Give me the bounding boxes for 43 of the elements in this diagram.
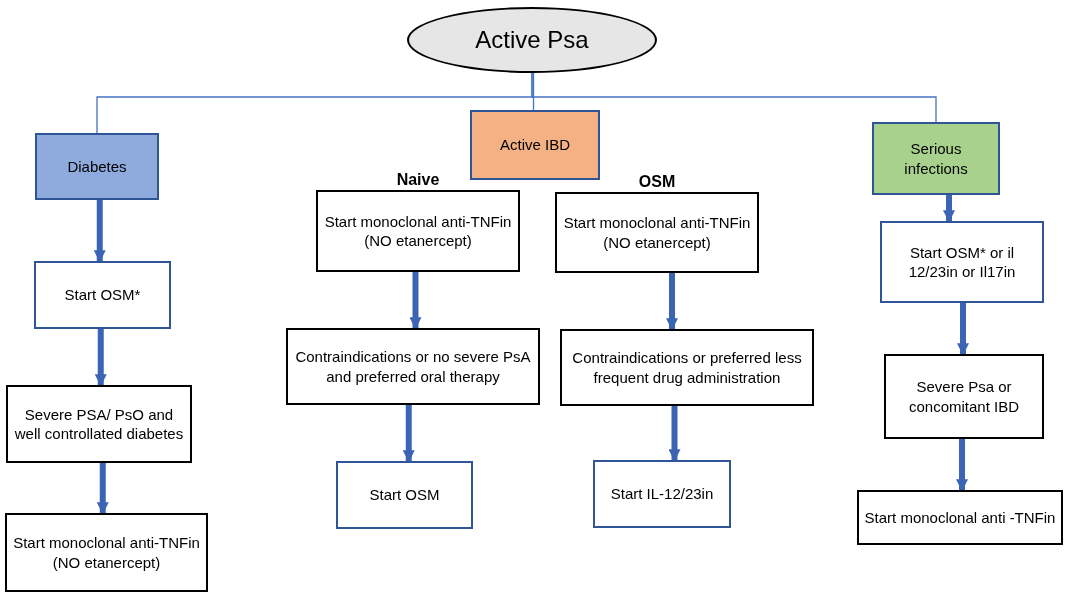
category-box — [470, 110, 600, 180]
connector-line — [531, 72, 937, 123]
process-box — [34, 261, 171, 329]
box-text: Serious infections — [903, 139, 969, 178]
arrow — [956, 439, 968, 492]
box-text: Start monoclonal anti -TNFin — [863, 507, 1057, 528]
category-box — [872, 122, 1000, 195]
box-text: Contraindications or preferred less frequent drug administration — [571, 348, 803, 387]
box-text: Start OSM* or il 12/23in or Il17in — [907, 242, 1017, 282]
arrow — [668, 406, 681, 462]
process-box — [884, 354, 1044, 439]
box-text: Severe PSA/ PsO and well controllated diabetes — [13, 404, 185, 444]
box-text: Start OSM* — [63, 285, 142, 305]
box-text: Start IL-12/23in — [609, 484, 715, 504]
box-text: Start monoclonal anti-TNFin (NO etanercept) — [12, 533, 201, 572]
category-box — [35, 133, 159, 200]
box-text: Start OSM — [368, 485, 441, 505]
box-text: Contraindications or no severe PsA and preferred oral therapy — [294, 347, 532, 386]
process-box — [286, 328, 540, 405]
box-text: Diabetes — [66, 156, 128, 177]
box-text: Start monoclonal anti-TNFin (NO etanercept) — [562, 213, 752, 252]
arrow — [96, 463, 109, 515]
arrow — [666, 273, 678, 331]
arrow — [94, 329, 107, 387]
box-text: Active Psa — [474, 25, 590, 56]
connector-line — [532, 72, 535, 111]
arrow — [943, 195, 955, 223]
box-text: Active IBD — [499, 135, 571, 155]
arrow — [402, 405, 415, 463]
process-box — [857, 490, 1063, 545]
box-text: Severe Psa or concomitant IBD — [907, 377, 1020, 416]
process-box — [593, 460, 731, 528]
arrow — [93, 200, 106, 263]
process-box — [336, 461, 473, 529]
process-box — [560, 329, 814, 406]
process-box — [6, 385, 192, 463]
box-text: Start monoclonal anti-TNFin (NO etanercept) — [323, 211, 513, 251]
column-heading: OSM — [637, 172, 677, 192]
column-heading: Naive — [395, 170, 441, 190]
arrow — [957, 303, 969, 356]
arrow — [409, 272, 422, 330]
process-box — [880, 221, 1044, 303]
process-box — [5, 513, 208, 592]
